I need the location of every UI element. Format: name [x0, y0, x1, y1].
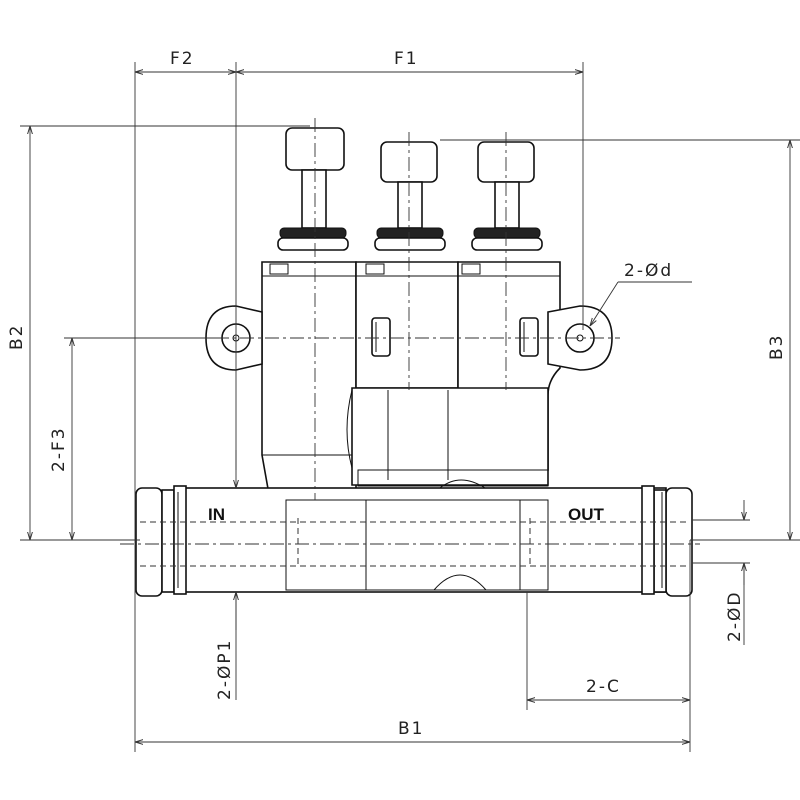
port-label-in: IN — [208, 505, 225, 524]
dim-label-d-small: 2-Ød — [624, 261, 673, 281]
dim-label-f3: 2-F3 — [49, 426, 69, 472]
adjust-knob-2 — [374, 141, 446, 251]
valve-block-middle — [355, 261, 459, 389]
main-pipe — [177, 487, 667, 593]
valve-block-left — [261, 261, 357, 501]
dim-label-d: 2-ØD — [725, 591, 745, 642]
inlet-fitting — [135, 485, 187, 597]
dim-label-f2: F2 — [170, 49, 195, 69]
dim-label-c: 2-C — [586, 677, 621, 697]
port-label-out: OUT — [568, 505, 605, 524]
adjust-knob-1 — [277, 127, 349, 251]
dim-label-b3: B3 — [767, 334, 787, 360]
dim-label-p1: 2-ØP1 — [215, 639, 235, 700]
dim-label-f1: F1 — [394, 49, 419, 69]
dim-label-b1: B1 — [398, 719, 424, 739]
dim-label-b2: B2 — [7, 324, 27, 350]
adjust-knob-3 — [471, 141, 543, 251]
outlet-fitting — [641, 485, 693, 597]
manifold-lower-body — [346, 387, 549, 489]
